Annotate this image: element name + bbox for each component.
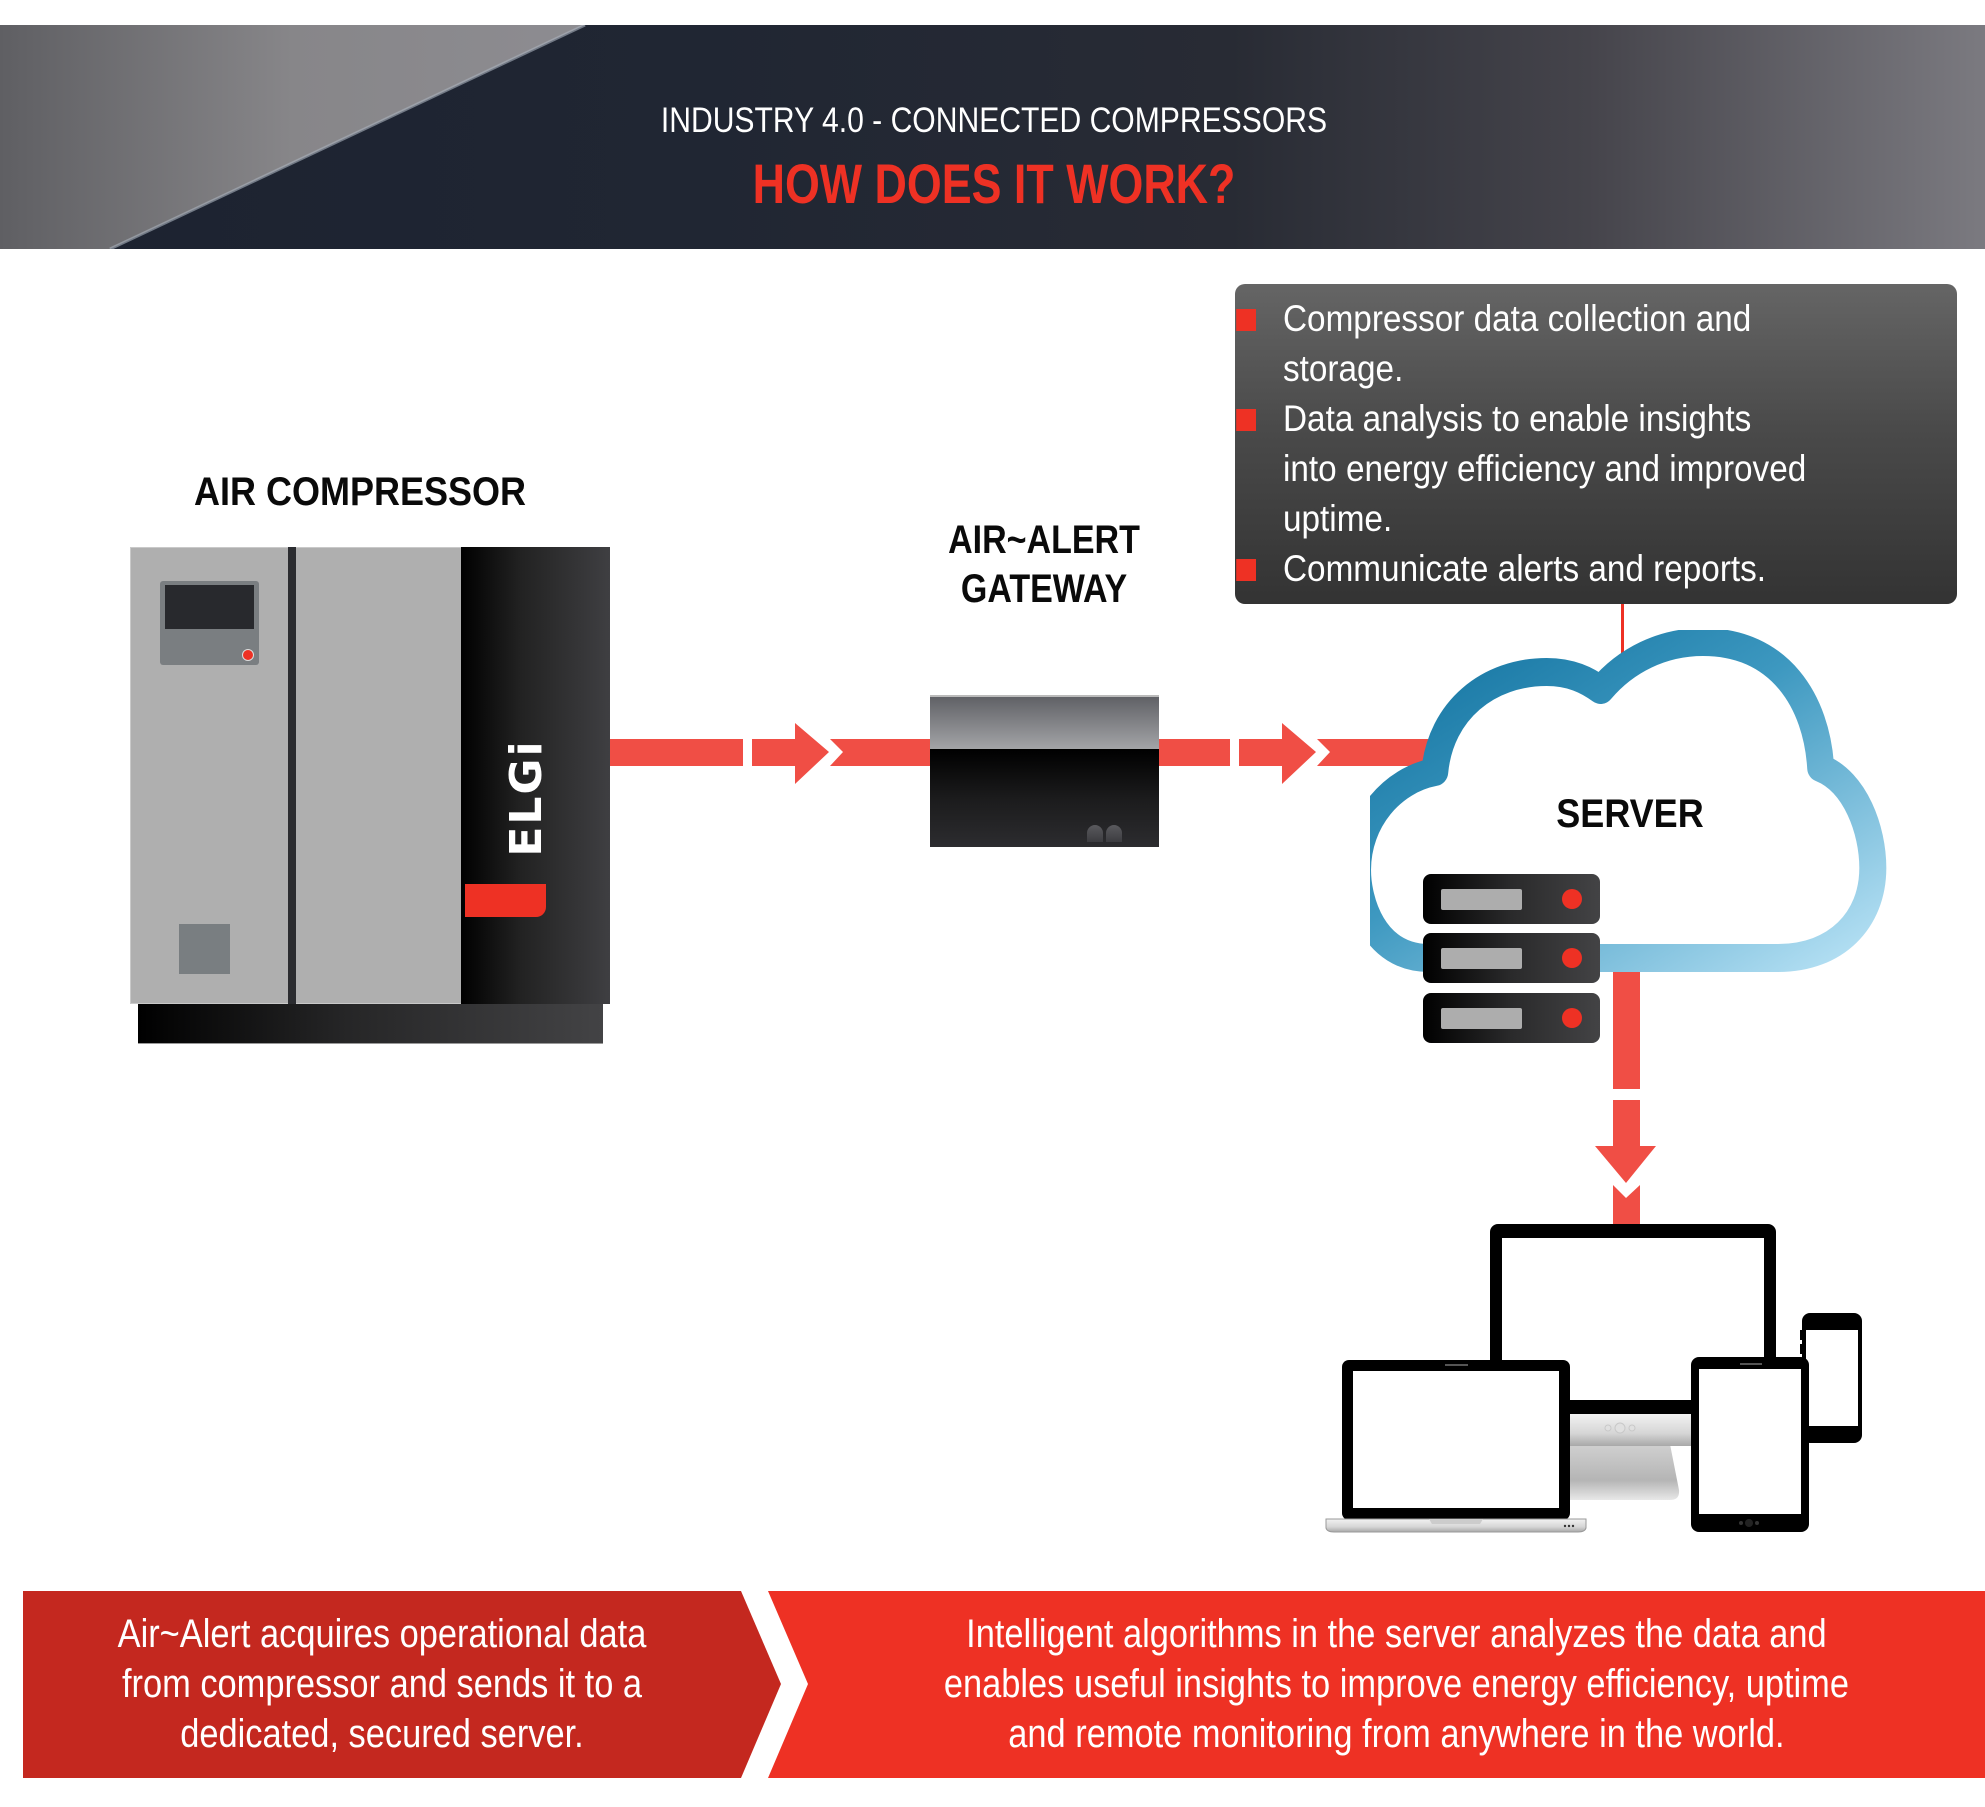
server-drive-slot	[1441, 1008, 1522, 1029]
gateway-label-line2: GATEWAY	[960, 567, 1128, 611]
gateway-port-icon	[1087, 825, 1103, 842]
compressor-label: AIR COMPRESSOR	[193, 470, 527, 514]
server-drive-slot	[1441, 948, 1522, 969]
gateway-top-cover	[930, 695, 1159, 749]
server-unit	[1423, 874, 1600, 924]
header-subtitle: INDUSTRY 4.0 - CONNECTED COMPRESSORS	[660, 101, 1328, 140]
compressor-display-screen	[165, 585, 254, 629]
server-label: SERVER	[1556, 792, 1704, 836]
gateway-label: AIR~ALERT GATEWAY	[917, 516, 1172, 614]
banner-step-acquire: Air~Alert acquires operational data from…	[23, 1591, 781, 1778]
server-unit	[1423, 933, 1600, 983]
header-title: HOW DOES IT WORK?	[752, 152, 1236, 215]
server-unit	[1423, 993, 1600, 1043]
compressor-door-seam	[288, 547, 296, 1004]
compressor-status-led	[242, 649, 254, 661]
gateway-port-icon	[1106, 825, 1122, 842]
banner-right-shape	[768, 1591, 1985, 1778]
red-square-bullet-icon	[1236, 409, 1256, 431]
server-functions-box: Compressor data collection and storage. …	[1235, 284, 1957, 604]
tablet-icon	[1691, 1357, 1809, 1532]
server-status-led	[1562, 889, 1582, 909]
elgi-logo-red-bar	[465, 884, 546, 917]
header-diagonal-shape	[0, 25, 586, 249]
arrow-compressor-to-gateway	[610, 723, 930, 784]
banner-left-text: Air~Alert acquires operational data from…	[117, 1612, 647, 1756]
server-drive-slot	[1441, 889, 1522, 910]
laptop-icon	[1325, 1360, 1587, 1533]
banner-step-analyze: Intelligent algorithms in the server ana…	[768, 1591, 1985, 1778]
red-square-bullet-icon	[1236, 559, 1256, 581]
gateway-body	[930, 749, 1159, 847]
arrow-server-to-devices	[1595, 960, 1656, 1224]
devices-icon	[1325, 1224, 1862, 1533]
banner-left-chevron-shape	[23, 1591, 781, 1778]
compressor-brand-panel	[461, 547, 610, 1004]
header-banner: INDUSTRY 4.0 - CONNECTED COMPRESSORS HOW…	[0, 25, 1985, 249]
server-status-led	[1562, 948, 1582, 968]
banner-right-text: Intelligent algorithms in the server ana…	[943, 1612, 1849, 1756]
gateway-device-icon	[930, 695, 1159, 847]
compressor-base	[138, 1004, 603, 1044]
server-function-item: Data analysis to enable insights into en…	[1236, 394, 1806, 544]
red-square-bullet-icon	[1236, 309, 1256, 331]
gateway-label-line1: AIR~ALERT	[948, 518, 1140, 562]
smartphone-icon	[1800, 1313, 1862, 1443]
server-function-item: Communicate alerts and reports.	[1236, 544, 1766, 594]
compressor-vent-panel	[179, 924, 230, 974]
info-box-connector-line	[1621, 604, 1624, 659]
server-status-led	[1562, 1008, 1582, 1028]
server-function-item: Compressor data collection and storage.	[1236, 294, 1751, 394]
